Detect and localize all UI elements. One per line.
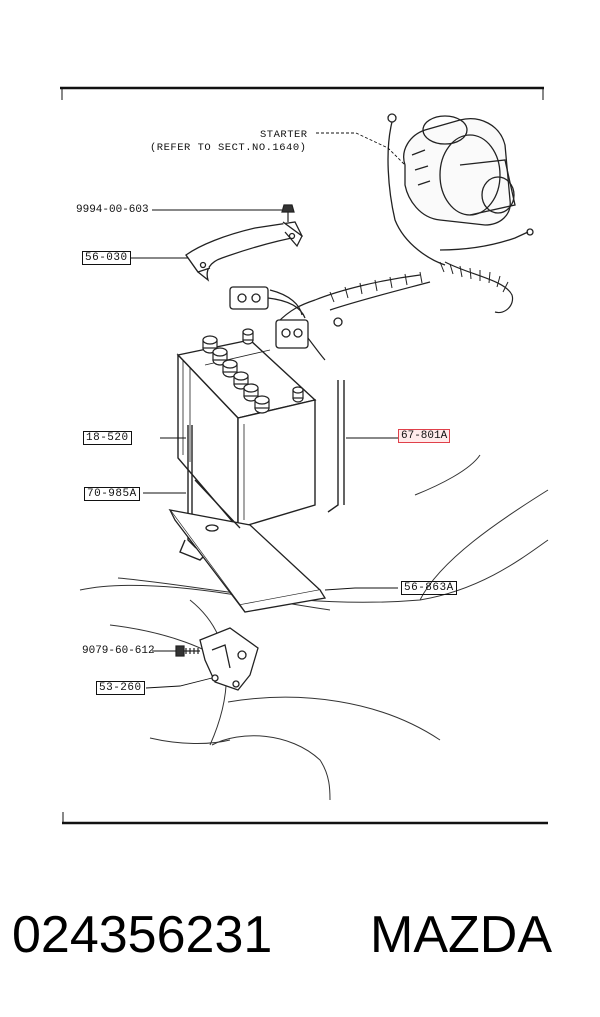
callout-battery[interactable]: 18-520 <box>83 431 132 445</box>
starter-label: STARTER <box>260 129 308 141</box>
callout-clamp-bracket[interactable]: 56-030 <box>82 251 131 265</box>
callout-hold-rod-right-highlighted[interactable]: 67-801A <box>398 429 451 443</box>
callout-support-bracket[interactable]: 53-260 <box>96 681 145 695</box>
terminal-connectors <box>229 286 343 349</box>
clamp-bracket-part <box>185 221 303 282</box>
harness-coil-rings <box>329 261 509 303</box>
leader-lines <box>131 132 406 689</box>
starter-section-reference: (REFER TO SECT.NO.1640) <box>150 142 307 154</box>
callout-bolt-top[interactable]: 9994-00-603 <box>76 204 149 216</box>
bolt-top-part <box>281 204 295 222</box>
battery-tray-part <box>168 479 327 613</box>
support-bracket-part <box>199 627 259 691</box>
battery-caps <box>202 328 304 414</box>
starter-reference-note: STARTER (REFER TO SECT.NO.1640) <box>150 129 308 155</box>
callout-hold-rod-left[interactable]: 70-985A <box>84 487 140 501</box>
callout-bolt-small[interactable]: 9079-60-612 <box>82 645 155 657</box>
battery-part <box>176 339 317 530</box>
starter-motor <box>387 113 534 266</box>
callout-battery-tray[interactable]: 56-863A <box>401 581 457 595</box>
part-number-caption: 024356231 <box>12 906 273 964</box>
vehicle-body-panels <box>79 454 549 801</box>
brand-caption: MAZDA <box>370 906 552 964</box>
bolt-small-part <box>175 645 200 657</box>
